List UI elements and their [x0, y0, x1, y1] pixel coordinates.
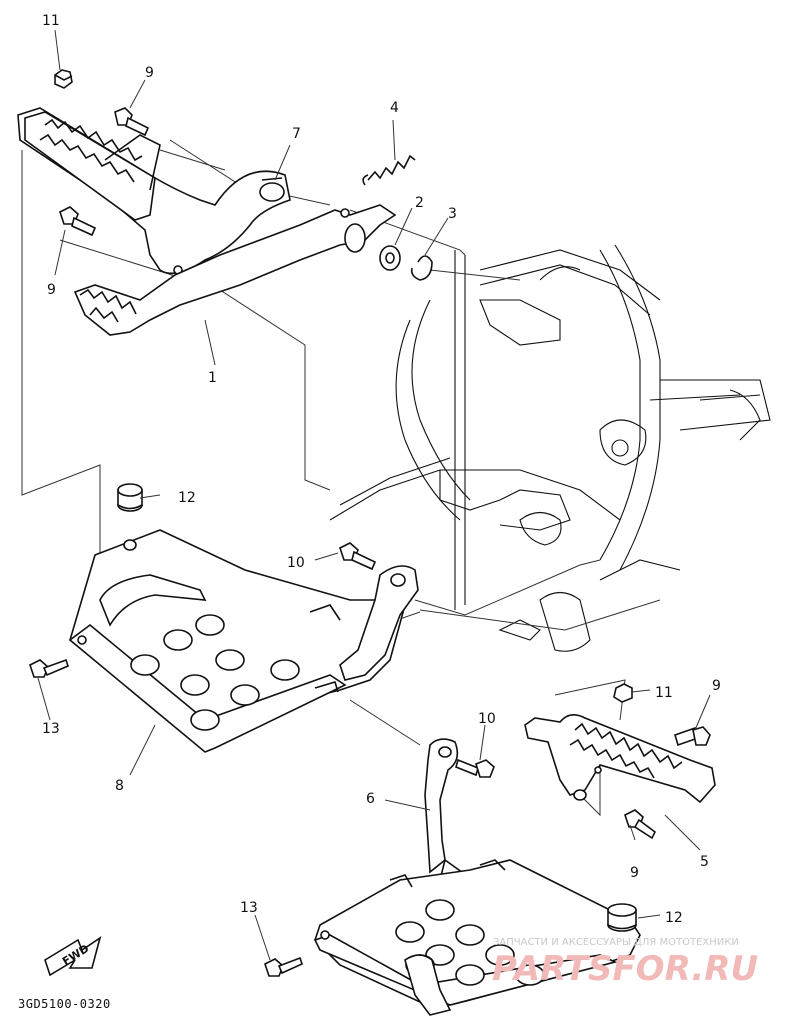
- label-3: 3: [448, 206, 457, 222]
- watermark-line: ЗАПЧАСТИ И АКСЕССУАРЫ ДЛЯ МОТОТЕХНИКИ: [493, 937, 739, 948]
- label-11-lower: 11: [655, 685, 673, 701]
- label-12-upper: 12: [178, 490, 196, 506]
- label-6: 6: [366, 791, 375, 807]
- part-number-labels: 11 9 9 7 4 2 3 1 12 10 13 8 11 9 10 6 5 …: [42, 13, 721, 926]
- label-7: 7: [292, 126, 301, 142]
- part-9-bolt-upper-a: [114, 107, 150, 137]
- watermark: ЗАПЧАСТИ И АКСЕССУАРЫ ДЛЯ МОТОТЕХНИКИ PA…: [492, 937, 758, 989]
- label-13-lower: 13: [240, 900, 258, 916]
- label-9-upper-b: 9: [47, 282, 56, 298]
- part-13-bolt-upper: [29, 658, 69, 678]
- label-5: 5: [700, 854, 709, 870]
- label-9-upper-a: 9: [145, 65, 154, 81]
- fwd-arrow-icon: FWD: [44, 936, 102, 977]
- part-13-bolt-lower: [264, 956, 303, 977]
- label-9-lower-b: 9: [630, 865, 639, 881]
- label-9-lower-a: 9: [712, 678, 721, 694]
- watermark-logo: PARTSFOR.RU: [492, 949, 758, 989]
- part-11-nut-upper: [54, 69, 73, 89]
- lower-skid-plate: [313, 859, 641, 1016]
- part-12-grommet-upper: [117, 483, 143, 512]
- part-5-footrest-bracket: [524, 714, 716, 804]
- part-11-nut-lower: [613, 683, 633, 703]
- label-4: 4: [390, 100, 399, 116]
- part-7-footrest-bracket: [17, 107, 291, 275]
- label-11-upper: 11: [42, 13, 60, 29]
- label-1: 1: [208, 370, 217, 386]
- part-1-brake-pedal: [73, 204, 397, 336]
- callout-leaders: [37, 29, 711, 961]
- part-10-bolt-lower: [455, 758, 495, 778]
- label-13-upper: 13: [42, 721, 60, 737]
- part-9-bolt-lower-a: [674, 726, 711, 747]
- part-10-bolt-upper: [339, 542, 377, 571]
- diagram-code: 3GD5100-0320: [18, 997, 111, 1011]
- label-2: 2: [415, 195, 424, 211]
- part-12-grommet-lower: [607, 903, 637, 932]
- label-10-lower: 10: [478, 711, 496, 727]
- part-8-skid-plate: [68, 529, 419, 753]
- part-2-washer: [379, 245, 401, 271]
- label-12-lower: 12: [665, 910, 683, 926]
- label-8: 8: [115, 778, 124, 794]
- part-3-circlip: [410, 255, 433, 281]
- part-9-bolt-upper-b: [59, 206, 97, 237]
- label-10-upper: 10: [287, 555, 305, 571]
- part-9-bolt-lower-b: [624, 809, 657, 840]
- part-4-spring: [362, 154, 416, 186]
- motorcycle-frame: [329, 244, 771, 652]
